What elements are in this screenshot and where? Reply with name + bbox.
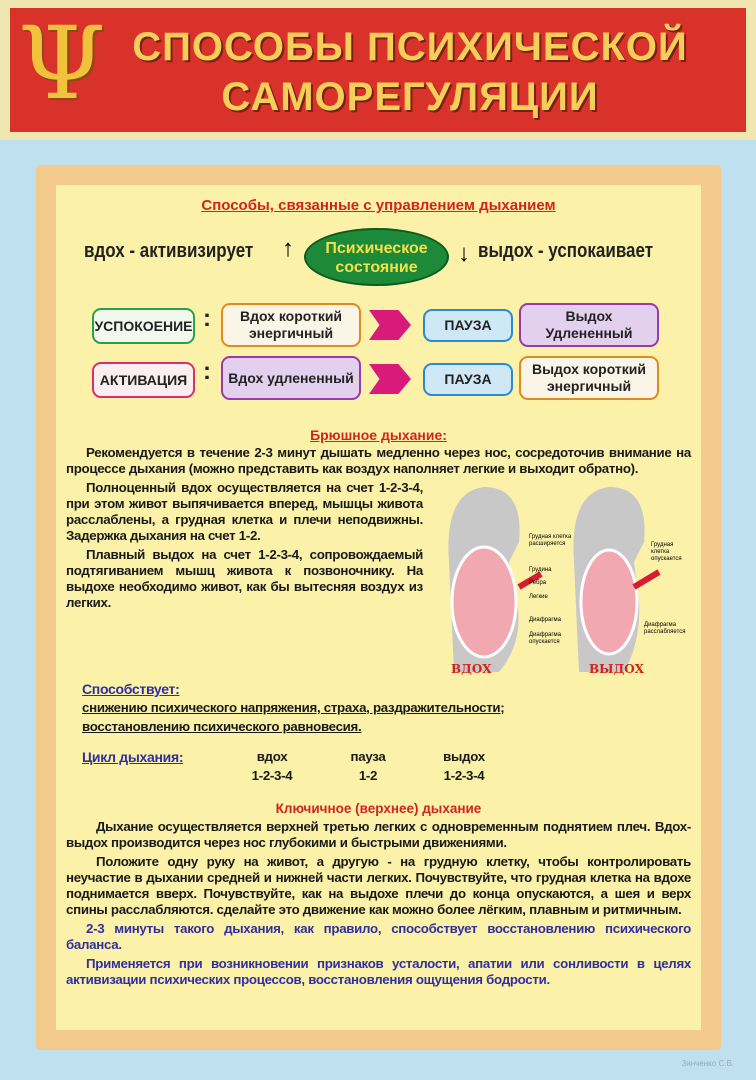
- row-1-step1: Вдох короткий энергичный: [221, 303, 361, 347]
- label-diaphragm: Диафрагма: [529, 617, 562, 623]
- row-2-pause: ПАУЗА: [423, 363, 513, 396]
- clavicular-heading: Ключичное (верхнее) дыхание: [275, 801, 482, 816]
- row-1-label: УСПОКОЕНИЕ: [92, 308, 195, 344]
- author-signature: Зинченко С.В.: [681, 1059, 734, 1068]
- breathing-figure: Грудная клетка расширяется Грудина Ребра…: [429, 482, 691, 677]
- breathing-heading: Способы, связанные с управлением дыхание…: [201, 197, 556, 214]
- abdominal-p1: Рекомендуется в течение 2-3 минут дышать…: [66, 445, 691, 476]
- label-sternum: Грудина: [529, 567, 552, 573]
- abdominal-p3: Плавный выдох на счет 1-2-3-4, сопровожд…: [66, 547, 423, 610]
- clavicular-p3: 2-3 минуты такого дыхания, как правило, …: [66, 921, 691, 952]
- arrow-down-icon: ↓: [458, 240, 470, 267]
- cycle-step: выдох 1-2-3-4: [434, 749, 494, 787]
- inhale-text: вдох - активизирует: [84, 240, 254, 262]
- colon: :: [203, 305, 211, 332]
- header: Ψ СПОСОБЫ ПСИХИЧЕСКОЙ САМОРЕГУЛЯЦИИ: [0, 0, 756, 140]
- clavicular-p1: Дыхание осуществляется верхней третью ле…: [66, 819, 691, 850]
- text-flow: Брюшное дыхание: Рекомендуется в течение…: [66, 427, 691, 991]
- label-lungs: Легкие: [529, 594, 548, 600]
- abdominal-p2: Полноценный вдох осуществляется на счет …: [66, 480, 423, 543]
- label-chest-expands: Грудная клетка расширяется: [529, 534, 572, 547]
- label-diaphragm-relaxes: Диафрагма расслабляется: [644, 622, 686, 635]
- clavicular-p2: Положите одну руку на живот, а другую - …: [66, 854, 691, 917]
- breathing-cycle: Цикл дыхания: вдох 1-2-3-4 пауза 1-2 выд…: [66, 749, 691, 787]
- poster-title: СПОСОБЫ ПСИХИЧЕСКОЙ САМОРЕГУЛЯЦИИ: [110, 22, 710, 122]
- center-line-2: состояние: [335, 259, 418, 276]
- clavicular-p4: Применяется при возникновении признаков …: [66, 956, 691, 987]
- helps-item: восстановлению психического равновесия.: [82, 719, 362, 734]
- arrow-up-icon: ↑: [282, 235, 294, 262]
- row-2-step2: Выдох короткий энергичный: [519, 356, 659, 400]
- colon: :: [203, 358, 211, 385]
- abdominal-heading: Брюшное дыхание:: [310, 427, 447, 443]
- mental-state-ellipse: Психическое состояние: [304, 228, 449, 286]
- title-line-2: САМОРЕГУЛЯЦИИ: [221, 75, 599, 119]
- helps-item: снижению психического напряжения, страха…: [82, 700, 505, 715]
- cycle-count: 1-2: [358, 768, 378, 783]
- chevron-arrow-icon: [369, 310, 411, 340]
- cycle-heading: Цикл дыхания:: [82, 749, 184, 765]
- label-ribs: Ребра: [529, 580, 547, 586]
- label-chest-lowers: Грудная клетка опускается: [651, 542, 682, 562]
- header-banner: [10, 8, 746, 132]
- exhale-caption: ВЫДОХ: [589, 662, 644, 676]
- cycle-name: вдох: [256, 749, 288, 764]
- cycle-step: вдох 1-2-3-4: [242, 749, 302, 787]
- row-1-pause: ПАУЗА: [423, 309, 513, 342]
- label-diaphragm-down: Диафрагма опускается: [529, 632, 562, 645]
- row-2-label: АКТИВАЦИЯ: [92, 362, 195, 398]
- psi-logo-icon: Ψ: [18, 5, 106, 122]
- cycle-step: пауза 1-2: [338, 749, 398, 787]
- chevron-arrow-icon: [369, 364, 411, 394]
- center-line-1: Психическое: [325, 240, 428, 257]
- inhale-caption: ВДОХ: [451, 662, 492, 676]
- helps-heading: Способствует:: [82, 681, 180, 697]
- torso-illustration: [448, 487, 661, 672]
- cycle-name: пауза: [350, 749, 386, 764]
- cycle-count: 1-2-3-4: [443, 768, 485, 783]
- cycle-count: 1-2-3-4: [251, 768, 293, 783]
- row-1-step2: Выдох Удлененный: [519, 303, 659, 347]
- row-2-step1: Вдох удлененный: [221, 356, 361, 400]
- cycle-name: выдох: [443, 749, 485, 764]
- title-line-1: СПОСОБЫ ПСИХИЧЕСКОЙ: [132, 25, 688, 69]
- exhale-text: выдох - успокаивает: [478, 240, 654, 262]
- content-panel: Способы, связанные с управлением дыхание…: [56, 185, 701, 1030]
